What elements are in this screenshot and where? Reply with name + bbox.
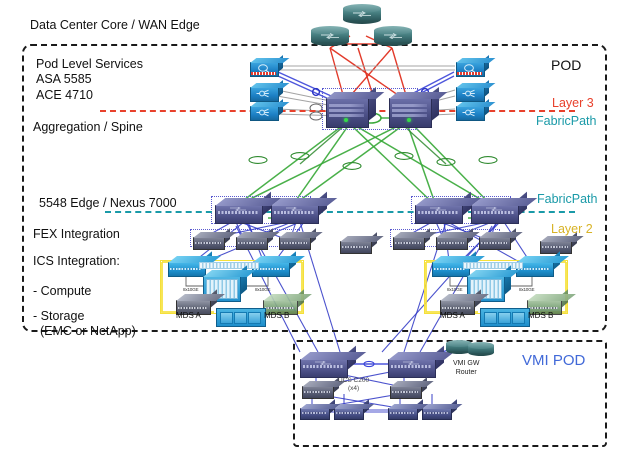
asa-firewall-right[interactable] — [456, 54, 496, 77]
layer2-label: Layer 2 — [551, 222, 593, 236]
fabric-interconnect-right-a[interactable] — [432, 251, 485, 277]
switch-arrows-icon — [430, 207, 446, 211]
edge-switch-right-a[interactable] — [415, 191, 482, 224]
core-router-right[interactable] — [374, 26, 412, 46]
storage-array-right[interactable] — [480, 308, 530, 327]
switch-arrows-icon — [403, 361, 419, 365]
fex-module[interactable] — [479, 228, 523, 250]
ace-loadbalancer-right-2[interactable] — [456, 98, 496, 121]
loadbalancer-icon — [256, 89, 269, 98]
fabric-interconnect-right-b[interactable] — [516, 251, 569, 277]
core-router-top[interactable] — [343, 4, 381, 24]
router-arrows-icon — [321, 33, 339, 39]
pod-boundary — [22, 44, 607, 332]
fi-interlink-right — [463, 262, 523, 269]
asa-firewall-left[interactable] — [250, 54, 290, 77]
vmi-pod-label: VMI POD — [522, 352, 586, 369]
fex-integration-label: FEX Integration — [33, 227, 120, 241]
aggregation-switch-right[interactable] — [389, 86, 448, 128]
fabric-interconnect-left-a[interactable] — [168, 251, 221, 277]
vmi-fex-right[interactable] — [390, 377, 434, 399]
vmi-gw-router-1[interactable] — [446, 340, 472, 354]
aggregation-spine-label: Aggregation / Spine — [33, 120, 143, 134]
mds-switch-left-b[interactable] — [263, 289, 312, 315]
fex-module[interactable] — [540, 232, 584, 254]
aggregation-switch-left[interactable] — [326, 86, 385, 128]
mds-b-right-label: MDS B — [528, 311, 554, 320]
mds-switch-right-b[interactable] — [527, 289, 576, 315]
vmi-gw-router-label: VMI GW Router — [453, 360, 480, 376]
fabricpath-top-label: FabricPath — [536, 114, 597, 128]
edge-switch-left-b[interactable] — [271, 191, 338, 224]
loadbalancer-icon — [462, 108, 475, 117]
loadbalancer-icon — [256, 108, 269, 117]
compute-label: - Compute — [33, 284, 92, 298]
ics-integration-label: ICS Integration: — [33, 254, 120, 268]
pod-level-services-label: Pod Level Services ASA 5585 ACE 4710 — [36, 57, 144, 102]
core-wan-edge-label: Data Center Core / WAN Edge — [30, 18, 200, 32]
fex-module[interactable] — [393, 228, 437, 250]
uplink-right-1-label: 8x10GE — [447, 287, 463, 292]
fex-module[interactable] — [340, 232, 384, 254]
edge-nexus-label: 5548 Edge / Nexus 7000 — [39, 196, 177, 210]
router-arrows-icon — [384, 33, 402, 39]
core-router-left[interactable] — [311, 26, 349, 46]
mds-switch-right-a[interactable] — [440, 289, 489, 315]
vmi-switch-right[interactable] — [388, 345, 455, 378]
vmi-gw-router-2[interactable] — [468, 342, 494, 356]
mds-a-right-label: MDS A — [440, 311, 465, 320]
ace-loadbalancer-left-1[interactable] — [250, 79, 290, 102]
switch-arrows-icon — [286, 207, 302, 211]
switch-arrows-icon — [486, 207, 502, 211]
switch-arrows-icon — [230, 207, 246, 211]
uplink-left-1-label: 8x10GE — [183, 287, 199, 292]
fabricpath-bottom-label: FabricPath — [537, 192, 598, 206]
edge-switch-left-a[interactable] — [215, 191, 282, 224]
uplink-left-2-label: 8x10GE — [255, 287, 271, 292]
pod-label: POD — [551, 57, 582, 73]
uplink-right-2-label: 8x10GE — [519, 287, 535, 292]
mds-switch-left-a[interactable] — [176, 289, 225, 315]
fabricpath-divider — [105, 211, 575, 213]
edge-switch-right-b[interactable] — [471, 191, 538, 224]
ucs-c200-label: UCS C200 (x4) — [338, 377, 370, 392]
switch-arrows-icon — [315, 361, 331, 365]
mds-a-left-label: MDS A — [176, 311, 201, 320]
fex-module[interactable] — [193, 228, 237, 250]
ace-loadbalancer-left-2[interactable] — [250, 98, 290, 121]
router-arrows-icon — [353, 11, 371, 17]
mds-b-left-label: MDS B — [264, 311, 290, 320]
vmi-switch-left[interactable] — [300, 345, 367, 378]
vmi-server[interactable] — [300, 399, 341, 420]
storage-array-left[interactable] — [216, 308, 266, 327]
fabric-interconnect-left-b[interactable] — [252, 251, 305, 277]
fi-interlink-left — [199, 262, 259, 269]
ace-loadbalancer-right-1[interactable] — [456, 79, 496, 102]
vmi-server[interactable] — [334, 399, 375, 420]
storage-label: - Storage (EMC or NetApp) — [33, 309, 136, 339]
fex-module[interactable] — [279, 228, 323, 250]
vmi-server[interactable] — [422, 399, 463, 420]
fex-module[interactable] — [436, 228, 480, 250]
layer3-label: Layer 3 — [552, 96, 594, 110]
fex-module[interactable] — [236, 228, 280, 250]
vmi-fex-left[interactable] — [302, 377, 346, 399]
vmi-server[interactable] — [388, 399, 429, 420]
loadbalancer-icon — [462, 89, 475, 98]
